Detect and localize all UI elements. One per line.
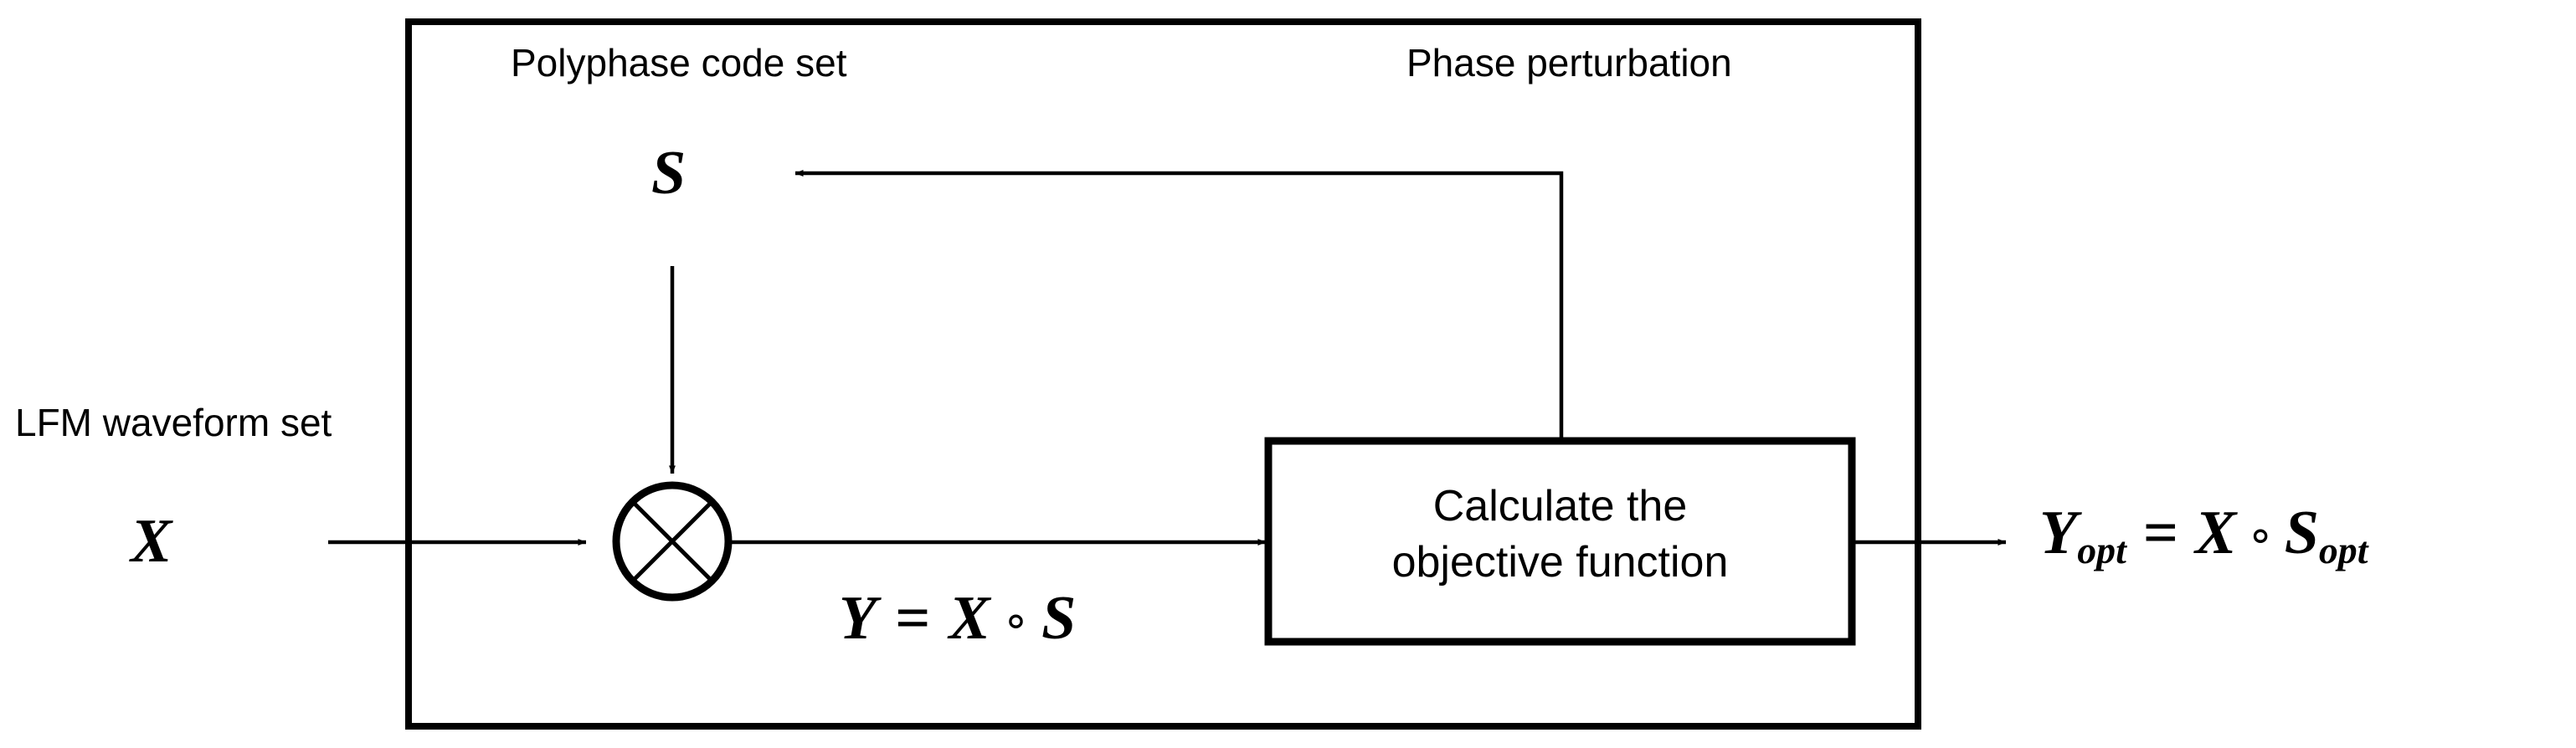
lfm-waveform-set-label: LFM waveform set	[15, 401, 332, 444]
phase-perturbation-label: Phase perturbation	[1406, 41, 1732, 85]
hadamard-product-equation: Y=X∘S	[839, 587, 1076, 649]
calculate-objective-function-text: Calculate the objective function	[1268, 479, 1852, 590]
optimal-ring-operator: ∘	[2246, 510, 2275, 561]
hadamard-ring-operator: ∘	[1001, 596, 1031, 646]
optimal-rhs-b: S	[2284, 499, 2319, 567]
feedback-phase-perturbation-path	[794, 170, 1564, 441]
multiplier-cross-stroke-b	[631, 500, 713, 582]
lfm-input-symbol: X	[131, 507, 172, 576]
optimal-equals: =	[2142, 499, 2178, 567]
calculate-objective-function-line2: objective function	[1391, 537, 1729, 587]
optimization-loop-boundary	[405, 18, 1921, 730]
hadamard-equals: =	[895, 584, 931, 653]
polyphase-code-set-symbol: S	[651, 139, 686, 207]
hadamard-rhs-a: X	[949, 584, 990, 653]
hadamard-lhs: Y	[839, 584, 877, 653]
optimal-lhs: Y	[2039, 499, 2078, 567]
optimal-rhs-a: X	[2195, 499, 2237, 567]
optimal-output-equation: Yopt =X∘Sopt	[2039, 502, 2368, 570]
optimal-rhs-b-subscript: opt	[2318, 528, 2368, 571]
calculate-objective-function-box	[1264, 437, 1856, 646]
polyphase-code-set-label: Polyphase code set	[511, 41, 847, 85]
calculate-objective-function-line1: Calculate the	[1432, 482, 1688, 530]
optimal-lhs-subscript: opt	[2077, 528, 2126, 571]
hadamard-rhs-b: S	[1041, 584, 1077, 653]
